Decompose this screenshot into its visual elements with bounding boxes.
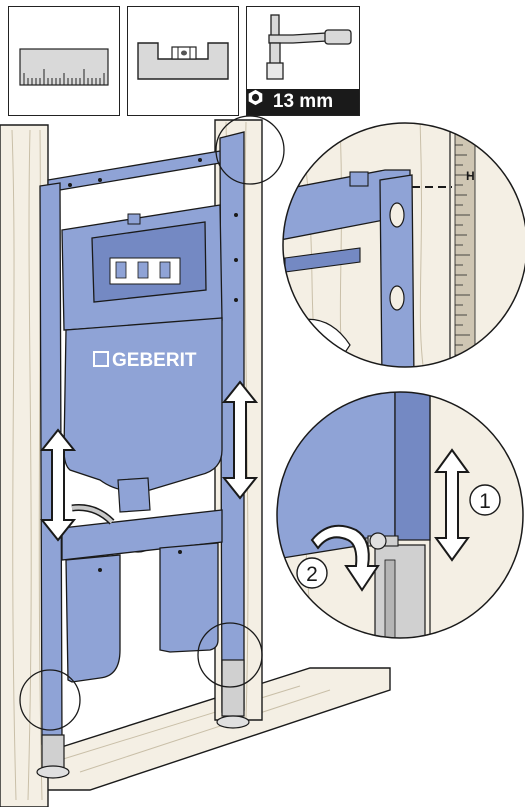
step-1-number: 1 bbox=[479, 490, 491, 513]
up-down-arrow-icon bbox=[221, 380, 259, 500]
frame-lower-support bbox=[61, 504, 223, 683]
height-mark-label: H bbox=[466, 169, 475, 183]
ruler-icon bbox=[19, 48, 109, 86]
highlight-circle-top bbox=[215, 115, 285, 185]
highlight-circle-foot-left bbox=[19, 669, 81, 731]
detail-circle-top: H bbox=[282, 122, 525, 368]
rotate-arrow-icon bbox=[310, 524, 380, 592]
wrench-size-text: 13 mm bbox=[272, 91, 334, 112]
floor-board bbox=[29, 667, 391, 791]
frame-top-bar bbox=[47, 149, 239, 193]
spirit-level-icon bbox=[137, 42, 229, 80]
socket-wrench-icon bbox=[266, 14, 352, 80]
tool-level-box bbox=[127, 6, 239, 116]
hex-nut-icon bbox=[248, 89, 263, 106]
foot-left bbox=[36, 734, 70, 779]
foot-right bbox=[216, 659, 250, 729]
up-down-arrow-icon bbox=[434, 448, 470, 562]
tool-wrench-box: 13 mm bbox=[246, 6, 360, 116]
cistern: GEBERIT bbox=[61, 204, 223, 553]
step-2-callout: 2 bbox=[296, 557, 328, 589]
tool-ruler-box bbox=[8, 6, 120, 116]
step-1-callout: 1 bbox=[469, 484, 501, 516]
wrench-size-label: 13 mm bbox=[247, 89, 359, 115]
geberit-logo: GEBERIT bbox=[112, 350, 197, 371]
up-down-arrow-icon bbox=[39, 428, 77, 542]
step-2-number: 2 bbox=[306, 563, 318, 586]
detail-circle-bottom bbox=[276, 391, 524, 639]
highlight-circle-foot-right bbox=[197, 622, 263, 688]
